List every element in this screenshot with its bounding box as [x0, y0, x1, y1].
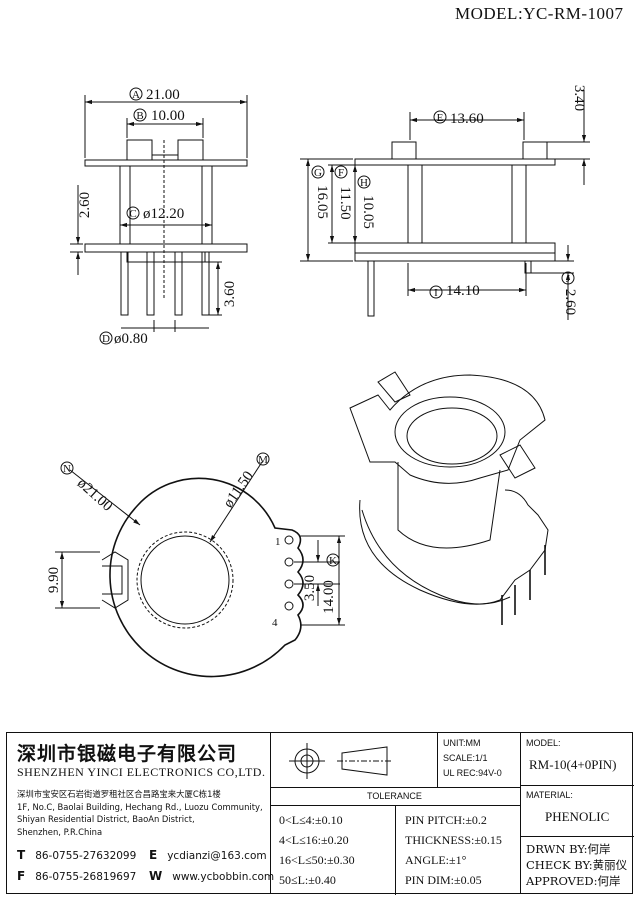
tolerance-right: THICKNESS:±0.15 [405, 833, 502, 847]
tolerance-right: PIN PITCH:±0.2 [405, 813, 487, 827]
scale: SCALE:1/1 [443, 753, 488, 763]
tolerance-title: TOLERANCE [367, 791, 422, 801]
material-value: PHENOLIC [545, 809, 610, 824]
label-a: A [132, 89, 140, 101]
dim-f-value: 11.50 [337, 186, 353, 219]
model-box-label: MODEL: [526, 738, 561, 748]
company-name-cn: 深圳市银磁电子有限公司 [17, 743, 238, 765]
dim-i-value: 14.10 [446, 283, 480, 299]
dim-c-value: ø12.20 [143, 206, 184, 222]
label-i: I [434, 287, 438, 299]
dim-k-value: 14.00 [321, 580, 337, 614]
label-h: H [360, 177, 368, 189]
approved-by: APPROVED:何岸 [526, 874, 621, 888]
label-b: B [136, 110, 143, 122]
dim-350: 3.50 [302, 575, 318, 601]
dim-n-value: ø21.00 [74, 475, 115, 514]
side-view: E 13.60 3.40 G 16.05 F 11.50 H 10.05 I 1 [300, 85, 590, 320]
address-line: 深圳市宝安区石岩街道罗租社区合昌路宝来大厦C栋1楼 [17, 789, 221, 799]
label-e: E [437, 112, 444, 124]
tolerance-left: 50≤L:±0.40 [279, 873, 336, 887]
model-box-value: RM-10(4+0PIN) [529, 757, 617, 772]
address-line: Shenzhen, P.R.China [17, 826, 103, 837]
drawn-by: DRWN BY:何岸 [526, 842, 611, 856]
address-line: Shiyan Residential District, BaoAn Distr… [17, 814, 195, 825]
label-n: N [63, 463, 71, 475]
label-f: F [338, 167, 344, 179]
address-line: 1F, No.C, Baolai Building, Hechang Rd., … [17, 801, 263, 812]
pin-1-label: 1 [275, 536, 281, 548]
dim-e-value: 13.60 [450, 111, 484, 127]
projection-symbol-icon [289, 743, 392, 779]
dim-j-value: 2.60 [562, 289, 578, 315]
check-by: CHECK BY:黄丽仪 [526, 858, 628, 872]
dim-d-value: ø0.80 [114, 331, 148, 347]
dim-pin-360: 3.60 [222, 281, 238, 307]
isometric-view [349, 371, 549, 625]
dim-m-value: ø11.50 [220, 468, 256, 511]
company-name-en: SHENZHEN YINCI ELECTRONICS CO,LTD. [17, 765, 266, 779]
bottom-view: 1 4 N ø21.00 M ø11.50 9.90 3.50 K 14.00 [46, 452, 345, 678]
title-block: 深圳市银磁电子有限公司 SHENZHEN YINCI ELECTRONICS C… [6, 732, 634, 895]
material-label: MATERIAL: [526, 790, 573, 800]
front-view: A 21.00 B 10.00 C ø12.20 2.60 3.60 D ø0.… [70, 87, 248, 347]
tolerance-right: ANGLE:±1° [405, 853, 467, 867]
unit: UNIT:MM [443, 738, 481, 748]
dim-left-260: 2.60 [77, 192, 93, 218]
pin-4-label: 4 [272, 617, 278, 629]
ul-rec: UL REC:94V-0 [443, 768, 502, 778]
label-c: C [129, 208, 136, 220]
label-j: J [566, 273, 571, 285]
label-k: K [329, 555, 337, 567]
tolerance-right: PIN DIM:±0.05 [405, 873, 482, 887]
label-d: D [102, 333, 110, 345]
model-title: MODEL:YC-RM-1007 [455, 4, 624, 23]
dim-g-value: 16.05 [314, 185, 330, 219]
tolerance-left: 0<L≤4:±0.10 [279, 813, 343, 827]
dim-a-value: 21.00 [146, 87, 180, 103]
dim-990: 9.90 [46, 567, 62, 593]
dim-b-value: 10.00 [151, 108, 185, 124]
dim-h-value: 10.05 [360, 195, 376, 229]
label-g: G [314, 167, 322, 179]
technical-drawing: A 21.00 B 10.00 C ø12.20 2.60 3.60 D ø0.… [46, 85, 590, 678]
dim-top-340: 3.40 [571, 85, 587, 111]
tolerance-left: 4<L≤16:±0.20 [279, 833, 349, 847]
label-m: M [258, 454, 268, 466]
tolerance-left: 16<L≤50:±0.30 [279, 853, 355, 867]
company-address: 深圳市宝安区石岩街道罗租社区合昌路宝来大厦C栋1楼 1F, No.C, Baol… [17, 788, 272, 838]
